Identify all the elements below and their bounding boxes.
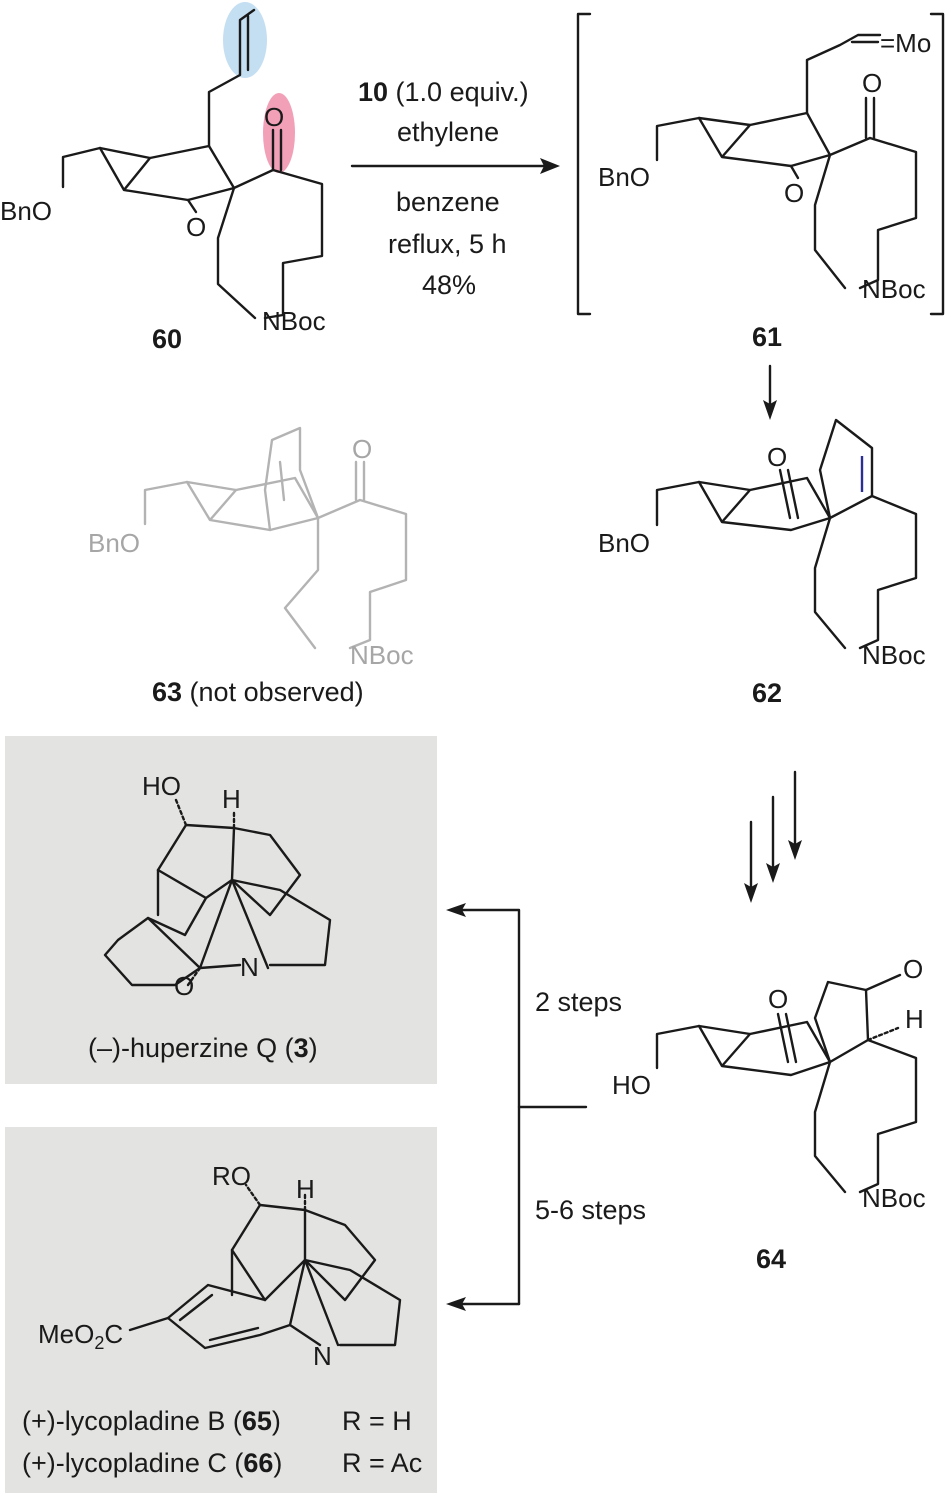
h-label-lycopladine: H [296, 1174, 315, 1204]
compound-number-60: 60 [152, 324, 182, 354]
n-label-lycopladine: N [313, 1341, 332, 1371]
svg-text:(–)-huperzine Q (3): (–)-huperzine Q (3) [88, 1033, 318, 1063]
ketone-o-label-60: O [186, 212, 206, 242]
ketone-o-label-61: O [784, 178, 804, 208]
reaction-arrow-2 [763, 364, 777, 420]
ketone-o-label-62: O [767, 442, 787, 472]
compound-60: BnO O O NBoc 60 [0, 2, 326, 354]
nboc-label-64: NBoc [862, 1183, 926, 1213]
compound-62: O BnO NBoc 62 [598, 418, 926, 708]
acyl-o-label-63: O [352, 434, 372, 464]
svg-text:63 (not observed): 63 (not observed) [152, 677, 364, 707]
compound-number-64: 64 [756, 1244, 786, 1274]
ro-label-lycopladine: RO [212, 1161, 251, 1191]
acyl-o-label-60: O [264, 102, 284, 132]
svg-text:MeO2C: MeO2C [38, 1319, 123, 1353]
compound-number-63: 63 [152, 677, 182, 707]
o-label-huperzine: O [174, 971, 194, 1001]
bno-label-63: BnO [88, 528, 140, 558]
methyl-ester-label: MeO [38, 1319, 94, 1349]
reagent-equiv: (1.0 equiv.) [388, 77, 529, 107]
multistep-arrows [744, 770, 802, 903]
compound-number-66: 66 [243, 1448, 273, 1478]
condition-ethylene: ethylene [397, 117, 499, 147]
branch-label-2-steps: 2 steps [535, 987, 622, 1017]
nboc-label-61: NBoc [862, 274, 926, 304]
nboc-label-62: NBoc [862, 640, 926, 670]
ketone-highlight [263, 93, 295, 173]
svg-text:10 (1.0 equiv.): 10 (1.0 equiv.) [358, 77, 529, 107]
ho-label-huperzine: HO [142, 771, 181, 801]
compound-number-65: 65 [242, 1406, 272, 1436]
compound-61: =Mo O O BnO NBoc 61 [576, 12, 945, 352]
svg-text:(+)-lycopladine C (66): (+)-lycopladine C (66) [22, 1448, 282, 1478]
huperzine-name: (–)-huperzine Q ( [88, 1033, 294, 1063]
bno-label-62: BnO [598, 528, 650, 558]
huperzine-name-close: ) [309, 1033, 318, 1063]
reagent-number: 10 [358, 77, 388, 107]
condition-temperature-time: reflux, 5 h [388, 229, 507, 259]
condition-yield: 48% [422, 270, 476, 300]
molybdenum-label-61: =Mo [880, 28, 931, 58]
huperzine-q-structure: HO H N O (–)-huperzine Q (3) [88, 771, 332, 1063]
compound-63: O BnO NBoc 63 (not observed) [88, 426, 414, 707]
branch-label-5-6-steps: 5-6 steps [535, 1195, 646, 1225]
n-label-huperzine: N [240, 952, 259, 982]
r-equals-ac: R = Ac [342, 1448, 422, 1478]
alkene-highlight [223, 2, 267, 78]
ketone-o-label-64b: O [768, 984, 788, 1014]
lycopladine-structure: RO H N MeO2C (+)-lycopladine B (65) R = … [22, 1161, 422, 1478]
lycopladine-panel [5, 1127, 437, 1493]
branch-arrows: 2 steps 5-6 steps [446, 903, 646, 1311]
reaction-arrow-1: 10 (1.0 equiv.) ethylene benzene reflux,… [350, 77, 560, 300]
lycopladine-b-close: ) [272, 1406, 281, 1436]
compound-number-3: 3 [294, 1033, 309, 1063]
compound-64: O O H HO NBoc 64 [612, 954, 926, 1274]
acyl-o-label-61: O [862, 68, 882, 98]
compound-number-62: 62 [752, 678, 782, 708]
condition-solvent: benzene [396, 187, 500, 217]
ho-label-64: HO [612, 1070, 651, 1100]
h-label-64: H [905, 1004, 924, 1034]
compound-number-61: 61 [752, 322, 782, 352]
lycopladine-b-name: (+)-lycopladine B ( [22, 1406, 242, 1436]
h-label-huperzine: H [222, 784, 241, 814]
nboc-label-63: NBoc [350, 640, 414, 670]
svg-text:(+)-lycopladine B (65): (+)-lycopladine B (65) [22, 1406, 281, 1436]
r-equals-h: R = H [342, 1406, 412, 1436]
ketone-o-label-64a: O [903, 954, 923, 984]
bno-label-60: BnO [0, 196, 52, 226]
lycopladine-c-close: ) [273, 1448, 282, 1478]
bno-label-61: BnO [598, 162, 650, 192]
ester-carbon: C [104, 1319, 123, 1349]
ester-subscript: 2 [94, 1333, 104, 1353]
lycopladine-c-name: (+)-lycopladine C ( [22, 1448, 243, 1478]
not-observed-note: (not observed) [182, 677, 364, 707]
nboc-label-60: NBoc [262, 306, 326, 336]
